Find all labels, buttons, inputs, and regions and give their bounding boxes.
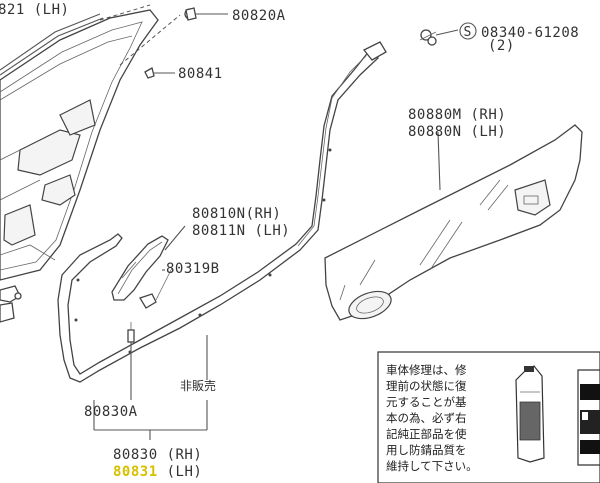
leader-dash-1 [99, 4, 151, 21]
door-panel-illustration [0, 9, 159, 323]
label-80810n: 80810N(RH) [192, 206, 281, 222]
seal-80810n-illustration [111, 235, 169, 301]
notice-line-6: 用し防錆品質を [386, 443, 467, 457]
label-top-left-partial: 821 (LH) [0, 2, 69, 18]
clip-80319b-illustration [139, 267, 173, 309]
paint-can-icon [577, 369, 600, 466]
door-weatherstrip-illustration [57, 41, 387, 383]
clip-80830a-illustration [127, 322, 135, 343]
notice-box: 車体修理は、修 理前の状態に復 元することが基 本の為、必ず右 記純正部品を使 … [377, 351, 600, 483]
label-80830a: 80830A [84, 404, 138, 420]
clip-80820a-illustration [184, 7, 197, 21]
label-not-for-sale: 非販売 [180, 378, 216, 393]
label-80319b: 80319B [166, 261, 220, 277]
notice-line-7: 維持して下さい。 [386, 459, 478, 473]
label-80831-row: 80831 (LH) [113, 464, 202, 480]
s-circle-icon [459, 22, 477, 40]
label-80841: 80841 [178, 66, 223, 82]
label-08340-prefix: S [464, 25, 472, 40]
label-80831-highlight: 80831 [113, 464, 158, 480]
label-80831-side: (LH) [158, 464, 203, 480]
label-80820a: 80820A [232, 8, 286, 24]
notice-line-1: 車体修理は、修 [386, 363, 467, 377]
label-80811n: 80811N (LH) [192, 223, 290, 239]
door-glass-illustration [324, 124, 583, 321]
label-80880m: 80880M (RH) [408, 107, 506, 123]
bolt-08340-illustration [419, 29, 437, 46]
notice-line-4: 本の為、必ず右 [386, 411, 467, 425]
notice-line-2: 理前の状態に復 [386, 379, 467, 393]
notice-line-5: 記純正部品を使 [386, 427, 467, 441]
leader-dash-2 [119, 14, 181, 66]
sealant-tube-icon [515, 365, 545, 463]
label-80830: 80830 (RH) [113, 447, 202, 463]
label-80880n: 80880N (LH) [408, 124, 506, 140]
label-08340: 08340-61208 [481, 25, 579, 41]
notice-line-3: 元することが基 [386, 395, 467, 409]
label-08340-qty: (2) [488, 38, 515, 54]
clip-80841-illustration [144, 67, 155, 79]
leader-lines [93, 13, 459, 440]
